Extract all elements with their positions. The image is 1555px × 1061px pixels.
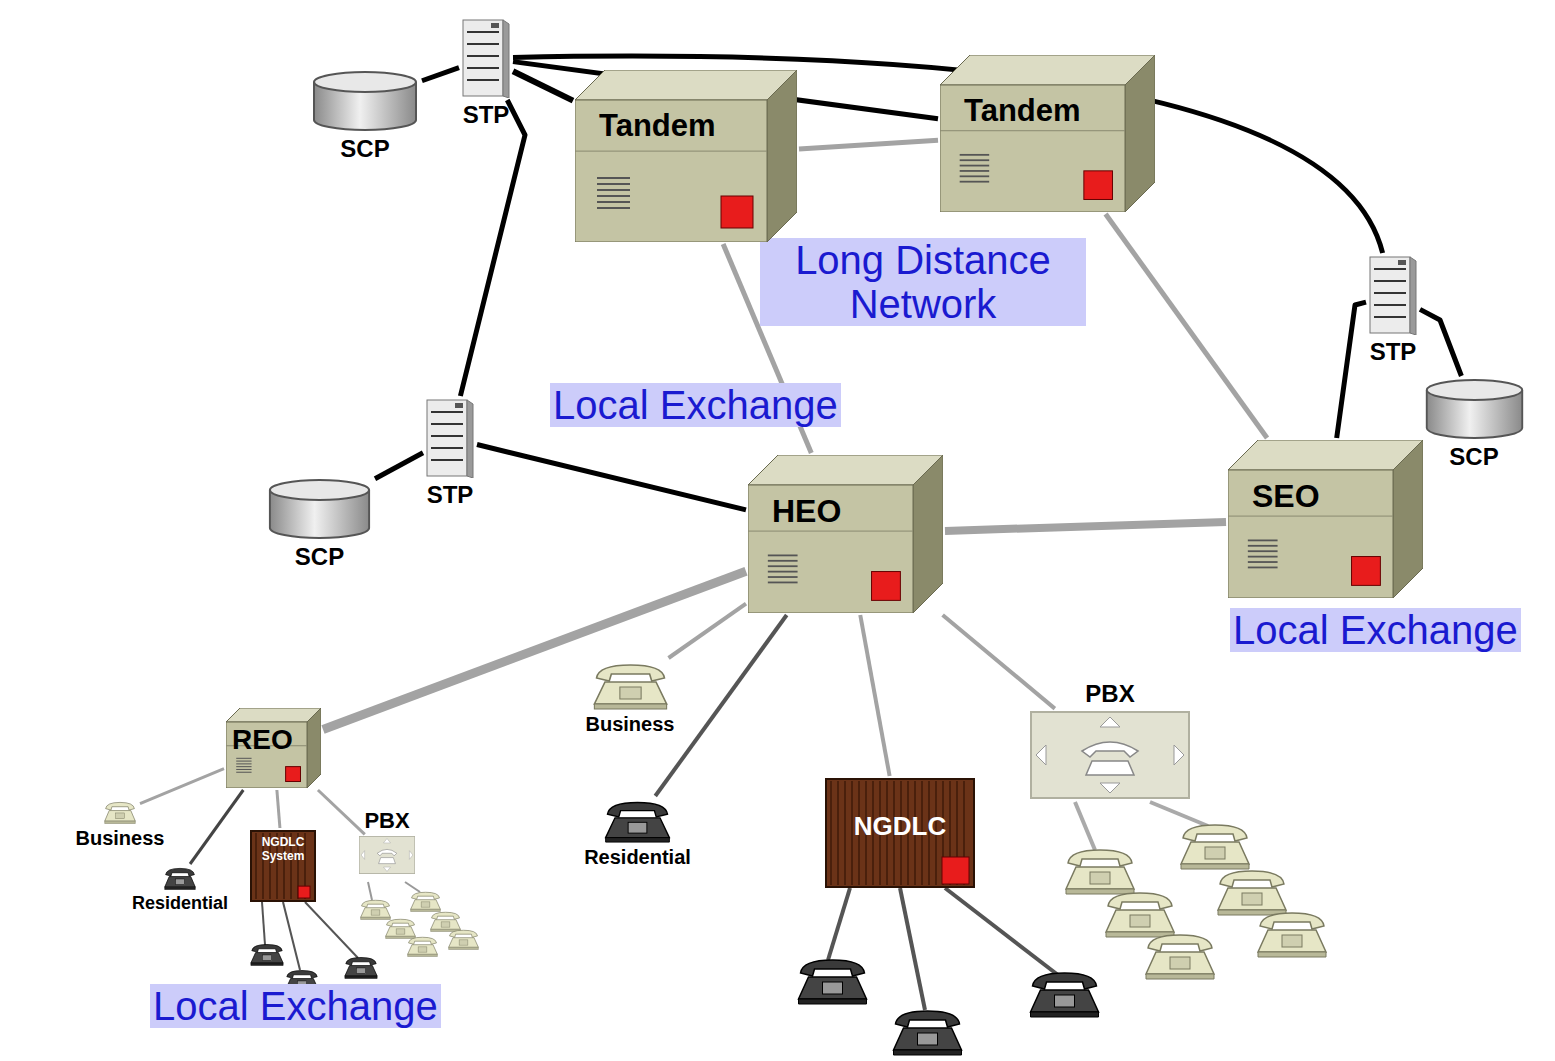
switch-label: Tandem	[964, 93, 1081, 129]
connector-line	[375, 453, 423, 479]
node-label: STP	[463, 101, 510, 129]
exchange-cloud: Local Exchange REO BusinessResidential NGDL…	[0, 688, 525, 1061]
connector-line	[1106, 214, 1268, 438]
node-icon	[1030, 711, 1190, 799]
business-phone: Business	[60, 800, 180, 860]
scp-database: SCP	[305, 70, 425, 172]
node-icon	[461, 18, 511, 98]
connector-line	[513, 71, 573, 100]
connector-line	[799, 140, 938, 149]
stp-server: STP	[1355, 255, 1431, 365]
node-label: STP	[1370, 338, 1417, 366]
node-icon	[162, 866, 198, 890]
region-label: Local Exchange	[1230, 608, 1521, 652]
node-icon	[588, 660, 673, 710]
node-icon	[310, 70, 420, 132]
scp-database: SCP	[262, 478, 377, 578]
connector-line	[323, 571, 746, 729]
pbx-label: PBX	[364, 808, 409, 833]
cabinet-label: NGDLC System	[250, 836, 316, 864]
tandem-switch: Tandem	[940, 55, 1155, 212]
residential-phone: Residential	[115, 866, 245, 922]
pbx-box: PBX	[348, 808, 426, 874]
node-icon	[266, 478, 373, 540]
cloud-shape	[245, 318, 1120, 643]
node-icon	[425, 398, 475, 478]
connector-line	[513, 56, 1383, 253]
connector-line	[190, 790, 243, 864]
connector-line	[860, 615, 889, 776]
pbx-box: PBX	[1030, 680, 1190, 802]
stp-server: STP	[446, 18, 526, 130]
node-label: Residential	[584, 846, 691, 869]
switch-label: HEO	[772, 493, 841, 530]
node-icon	[102, 800, 138, 824]
region-label: Local Exchange	[150, 984, 441, 1028]
cabinet-label: NGDLC	[825, 812, 975, 842]
end-office-switch: SEO	[1228, 440, 1423, 598]
connector-line	[1420, 309, 1461, 376]
connector-line	[943, 615, 1055, 709]
node-label: SCP	[1449, 443, 1498, 471]
switch-label: REO	[232, 724, 293, 756]
connector-line	[460, 100, 525, 396]
connector-line	[669, 604, 746, 658]
stp-server: STP	[412, 398, 488, 516]
node-label: STP	[427, 481, 474, 509]
node-label: Residential	[132, 893, 228, 914]
exchange-cloud: Local Exchange STP SCP SEO	[1193, 210, 1555, 722]
switch-body	[575, 70, 797, 242]
network-cloud: Long Distance Network STP SCP Tandem Tandem	[205, 0, 1255, 335]
connector-line	[277, 790, 280, 828]
connector-line	[318, 790, 365, 834]
node-label: Business	[76, 827, 165, 850]
node-icon	[1423, 378, 1526, 440]
node-icon	[1368, 255, 1418, 335]
node-label: Business	[586, 713, 675, 736]
connector-line	[655, 615, 786, 796]
scp-database: SCP	[1418, 378, 1530, 474]
node-icon	[600, 798, 675, 843]
pbx-label: PBX	[1085, 680, 1134, 708]
remote-office-switch: REO	[226, 708, 321, 788]
connector-line	[945, 522, 1226, 531]
switch-body	[748, 455, 943, 613]
end-office-switch: HEO	[748, 455, 943, 613]
connector-line	[477, 445, 746, 510]
residential-phone: Residential	[565, 798, 710, 878]
region-label: Local Exchange	[550, 383, 841, 427]
tandem-switch: Tandem	[575, 70, 797, 242]
switch-body	[1228, 440, 1423, 598]
node-label: SCP	[295, 543, 344, 571]
node-label: SCP	[340, 135, 389, 163]
connector-line	[140, 769, 224, 804]
node-icon	[359, 836, 415, 874]
switch-body	[940, 55, 1155, 212]
connector-line	[422, 68, 459, 81]
connector-line	[1337, 302, 1366, 438]
region-label: Long Distance Network	[760, 238, 1086, 326]
ngdlc-cabinet: NGDLC	[825, 778, 975, 888]
switch-label: SEO	[1252, 478, 1320, 515]
business-phone: Business	[565, 660, 695, 752]
exchange-cloud: Local ExchangeSTP SCP HEO	[245, 318, 1120, 643]
switch-label: Tandem	[599, 108, 716, 144]
ngdlc-cabinet: NGDLC System	[250, 830, 316, 902]
